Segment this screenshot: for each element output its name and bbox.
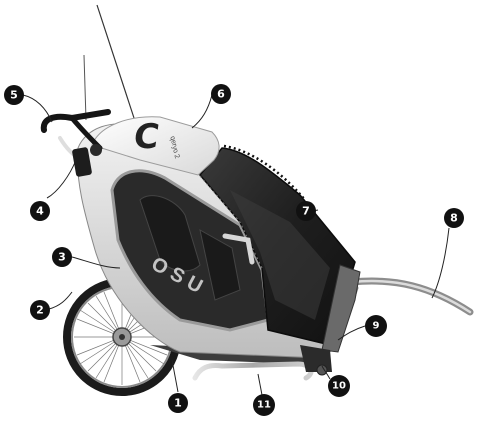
callout-label: 9 — [373, 321, 380, 332]
callout-8: 8 — [444, 208, 464, 228]
callout-label: 2 — [36, 304, 44, 317]
callout-label: 5 — [10, 89, 18, 102]
callout-10: 10 — [328, 375, 350, 397]
callout-2: 2 — [30, 300, 50, 320]
callout-label: 1 — [174, 397, 182, 410]
callout-label: 3 — [58, 251, 66, 264]
flag-pole-secondary — [84, 55, 86, 120]
callout-11: 11 — [253, 394, 275, 416]
callout-6: 6 — [211, 84, 231, 104]
lower-frame-bar — [195, 364, 311, 378]
callout-label: 8 — [450, 212, 458, 225]
callout-1: 1 — [168, 393, 188, 413]
flag-pole — [97, 5, 134, 118]
callout-4: 4 — [30, 201, 50, 221]
callout-9: 9 — [365, 315, 387, 337]
callout-7: 7 — [296, 201, 316, 221]
callout-label: 4 — [36, 205, 44, 218]
callout-label: 10 — [332, 381, 346, 392]
callout-label: 7 — [302, 205, 310, 218]
callout-label: 11 — [257, 400, 271, 411]
callout-3: 3 — [52, 247, 72, 267]
callout-5: 5 — [4, 85, 24, 105]
callout-label: 6 — [217, 88, 225, 101]
